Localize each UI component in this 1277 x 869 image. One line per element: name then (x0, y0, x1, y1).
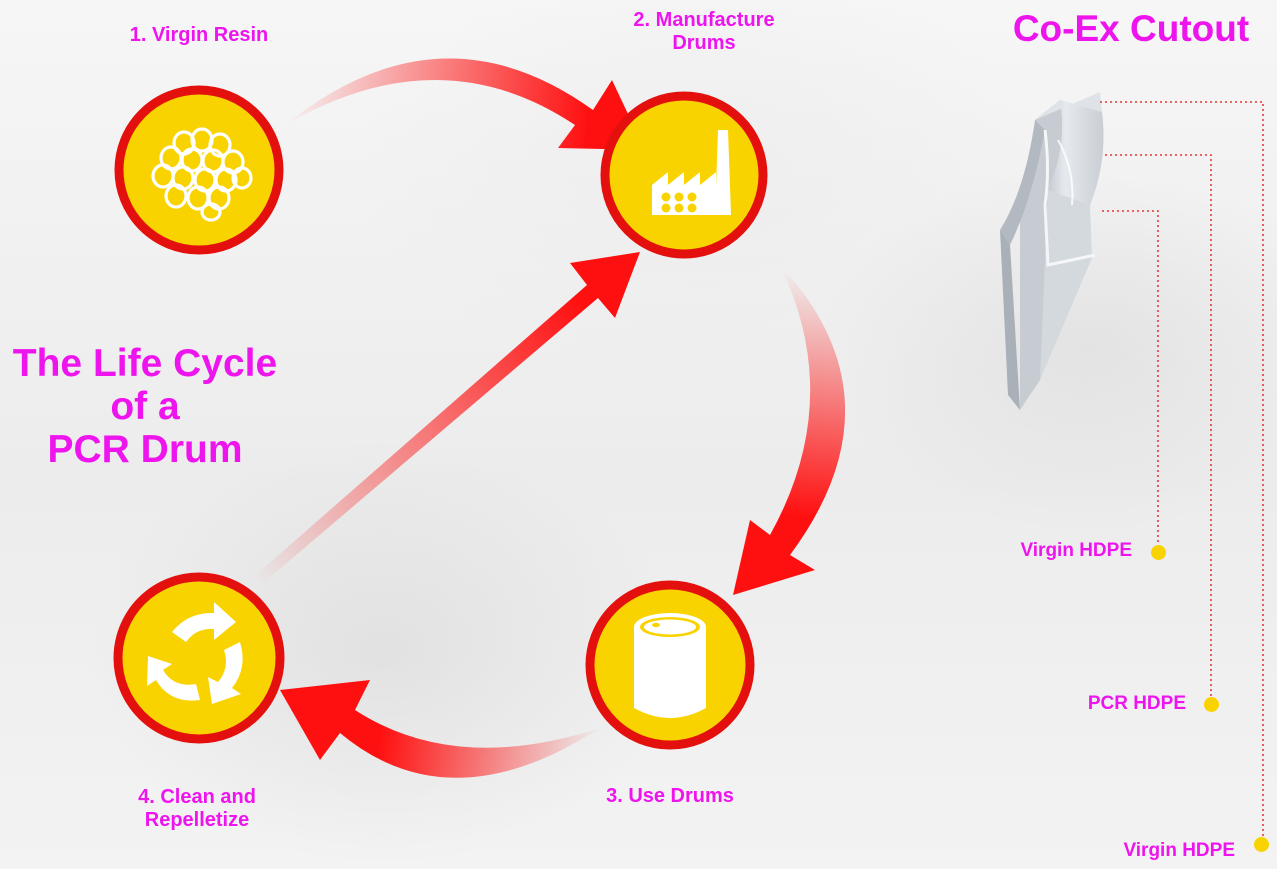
drum-icon (634, 613, 706, 718)
step-manufacture-label-line-1: 2. Manufacture (633, 9, 775, 31)
step-use-drums-label: 3. Use Drums (606, 785, 734, 807)
step-clean-label-line-1: 4. Clean and (138, 786, 256, 808)
step-manufacture-label: 2. Manufacture Drums (606, 9, 802, 55)
step-manufacture-label-line-2: Drums (672, 32, 736, 54)
factory-icon (652, 130, 731, 215)
page-title-line-2: of a (110, 384, 180, 428)
arrow-use-to-clean (280, 680, 600, 778)
step-clean-label-line-2: Repelletize (144, 809, 250, 831)
arrow-clean-to-manufacture (250, 252, 640, 590)
layer-dot-virgin-hdpe-outer (1254, 837, 1269, 852)
coex-cutout-title: Co-Ex Cutout (1012, 8, 1250, 49)
layer-label-virgin-hdpe-inner: Virgin HDPE (1020, 540, 1132, 561)
resin-pellets-icon (151, 127, 253, 222)
step-use-drums-circle (585, 580, 755, 750)
step-clean-label: 4. Clean and Repelletize (112, 786, 282, 832)
step-manufacture-circle (600, 91, 768, 259)
arrow-manufacture-to-use (733, 265, 846, 595)
page-title-line-3: PCR Drum (47, 427, 243, 471)
recycle-arrows-icon (147, 602, 243, 704)
layer-label-virgin-hdpe-outer: Virgin HDPE (1123, 840, 1235, 861)
step-virgin-resin-circle (114, 85, 284, 255)
step-clean-circle (113, 572, 285, 744)
page-title: The Life Cycle of a PCR Drum (0, 342, 290, 472)
arrow-resin-to-manufacture (285, 58, 645, 150)
layer-dot-virgin-hdpe-inner (1151, 545, 1166, 560)
coex-cutout-graphic (1000, 92, 1104, 410)
callout-lines (1100, 101, 1264, 842)
layer-label-pcr-hdpe: PCR HDPE (1087, 693, 1186, 714)
page-title-line-1: The Life Cycle (12, 342, 278, 385)
step-virgin-resin-label: 1. Virgin Resin (129, 24, 269, 46)
layer-dot-pcr-hdpe (1204, 697, 1219, 712)
